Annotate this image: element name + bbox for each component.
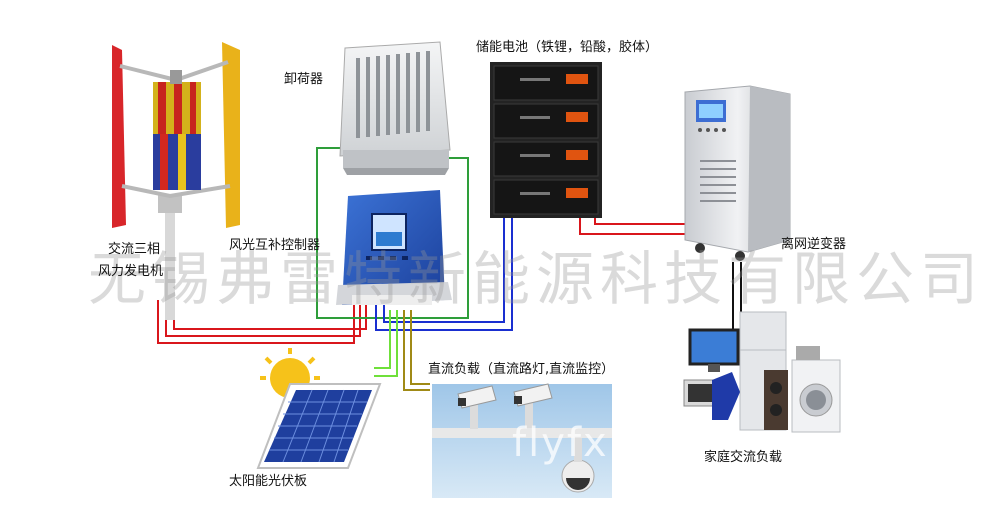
label-battery: 储能电池（铁锂，铅酸，胶体） bbox=[476, 40, 658, 56]
battery-stack bbox=[490, 62, 602, 218]
label-wind-turbine-line1: 交流三相 bbox=[108, 242, 160, 258]
label-ac-load: 家庭交流负载 bbox=[704, 450, 782, 466]
watermark-site: flyfx bbox=[512, 420, 609, 466]
dump-load-box bbox=[340, 42, 450, 175]
solar-panel bbox=[258, 348, 380, 468]
label-wind-turbine-line2: 风力发电机 bbox=[98, 264, 163, 280]
label-inverter: 离网逆变器 bbox=[781, 237, 846, 253]
watermark-company: 无锡弗雷特新能源科技有限公司 bbox=[88, 232, 984, 316]
label-controller: 风光互补控制器 bbox=[229, 238, 320, 254]
label-dc-load: 直流负载（直流路灯,直流监控） bbox=[428, 362, 614, 378]
ac-load-appliances bbox=[684, 312, 840, 432]
wire-solar-to-controller bbox=[374, 310, 397, 376]
label-solar-panel: 太阳能光伏板 bbox=[229, 474, 307, 490]
label-dump-load: 卸荷器 bbox=[284, 72, 323, 88]
